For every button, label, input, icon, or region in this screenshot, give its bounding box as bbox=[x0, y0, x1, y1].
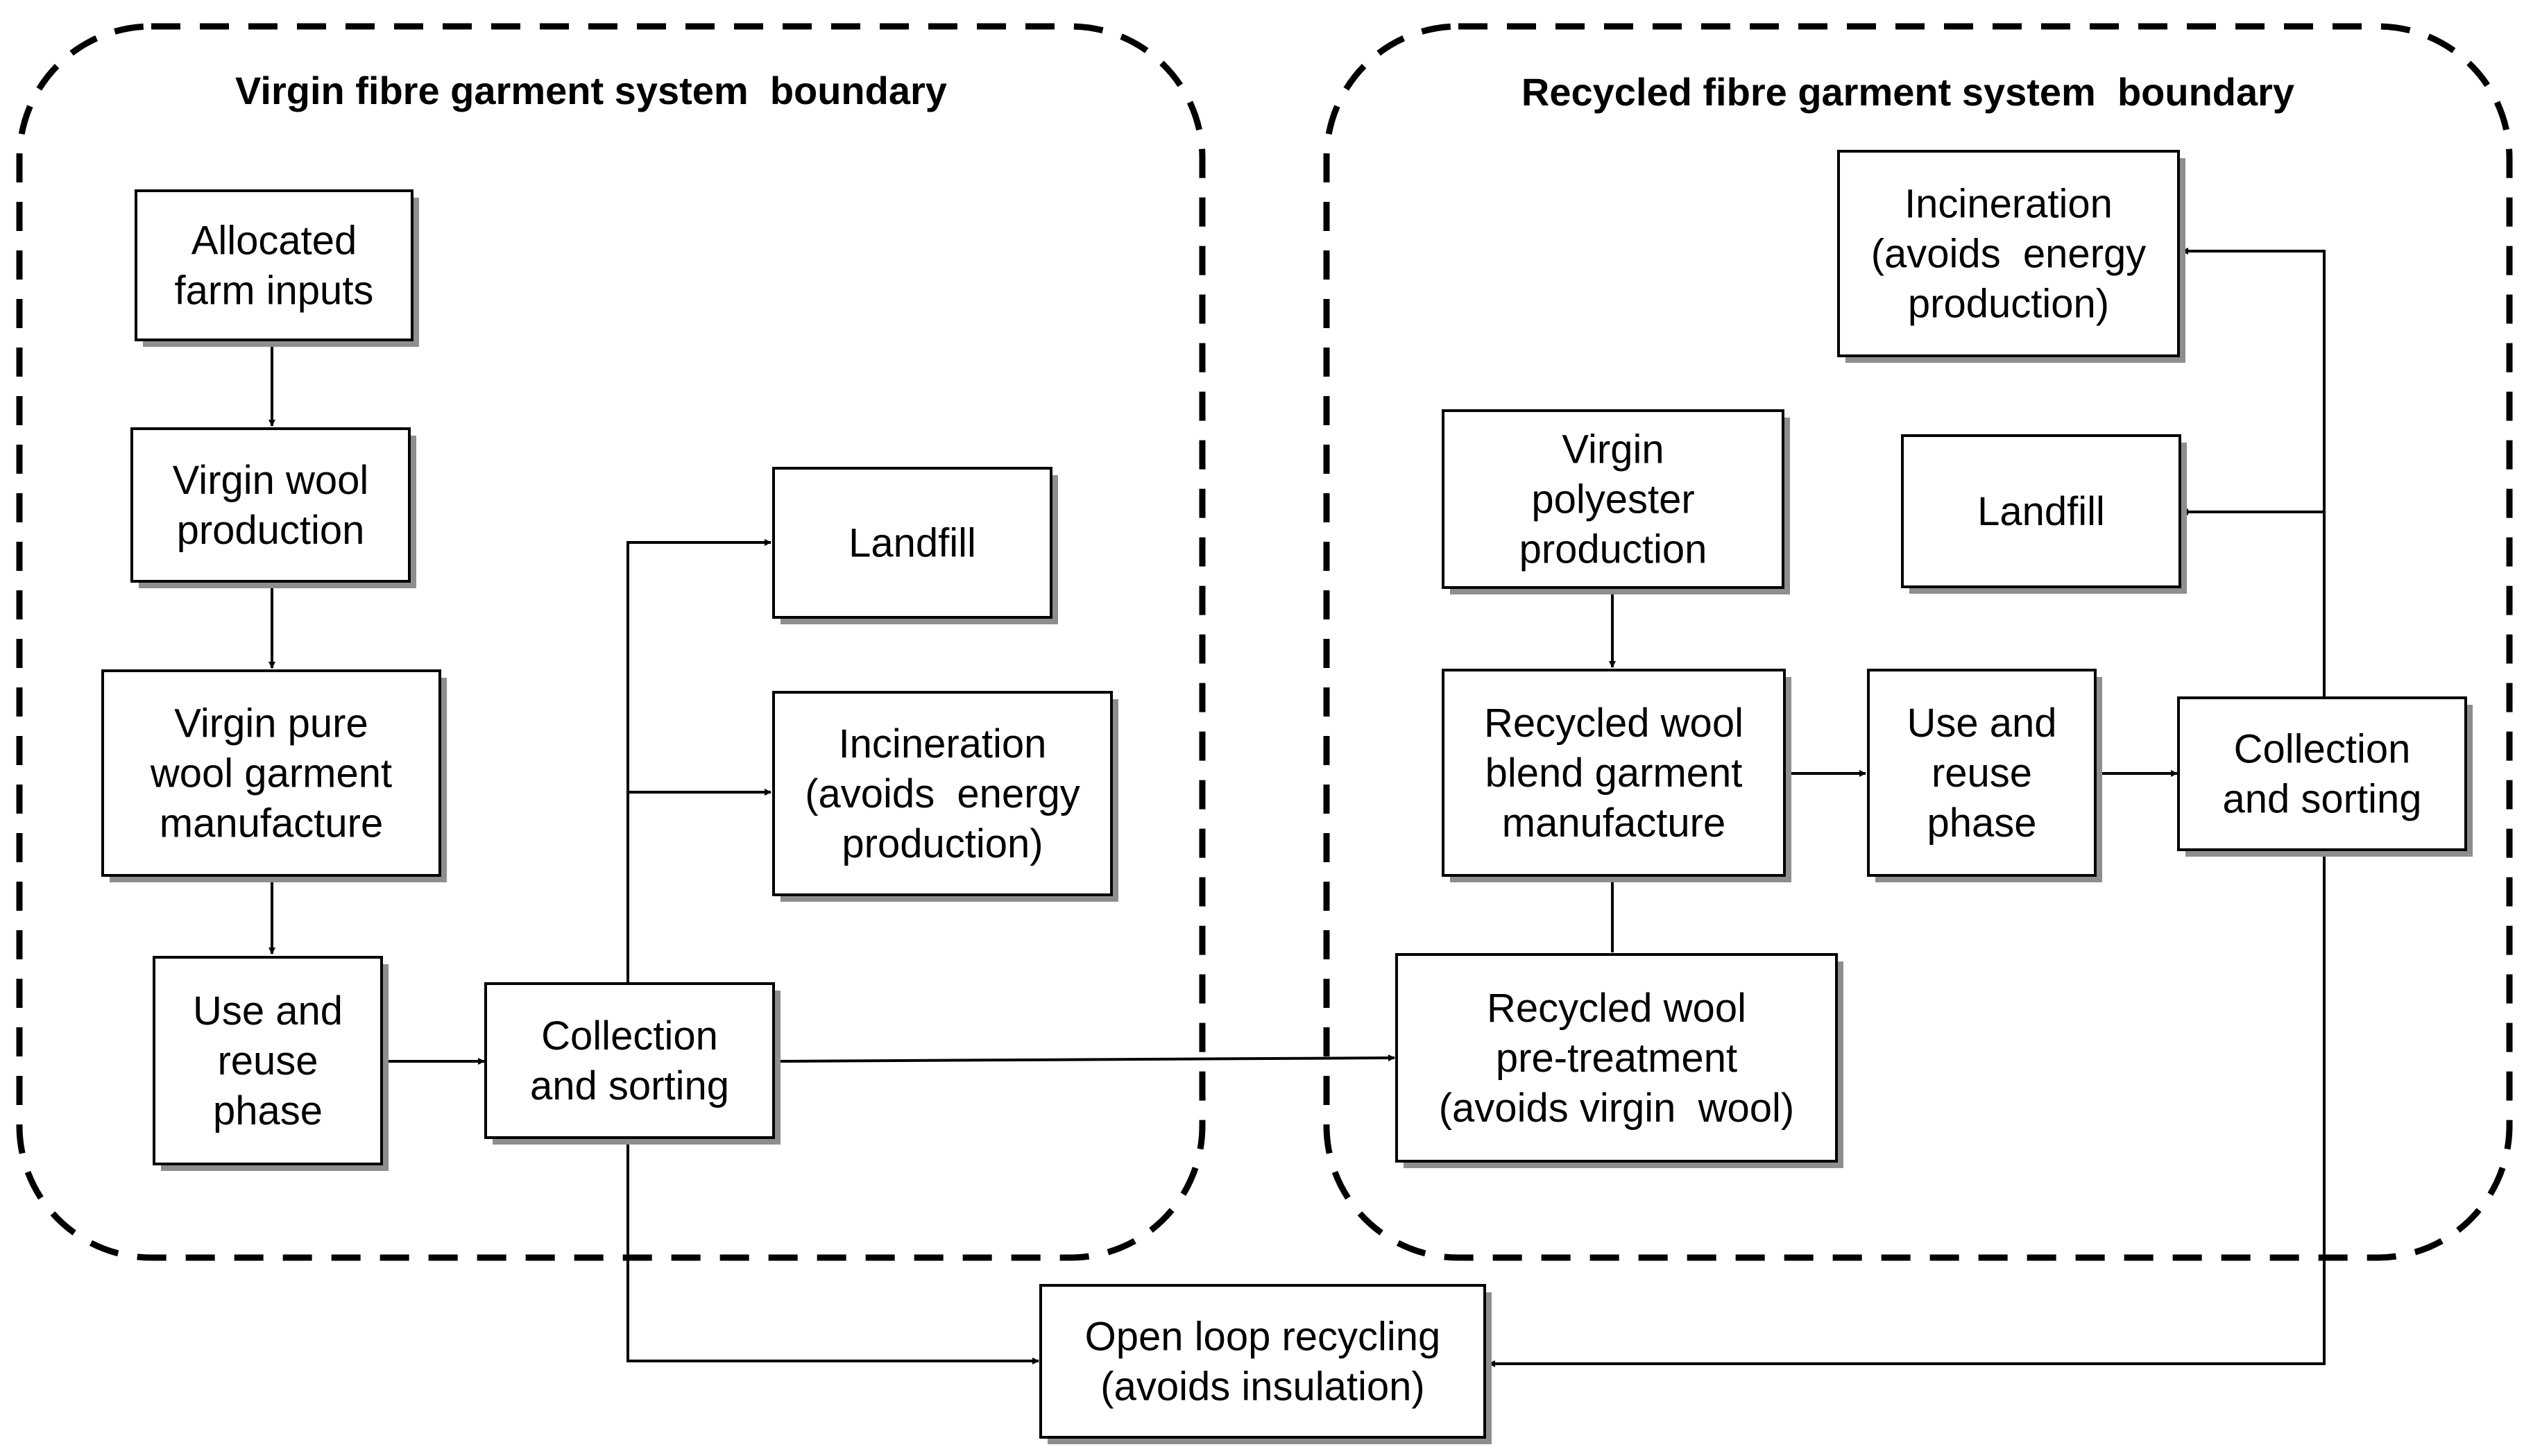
box-allocated-farm-inputs-label: Allocated bbox=[191, 219, 357, 264]
box-incineration-virgin-frame bbox=[772, 691, 1113, 896]
box-collection-sorting-recycled: Collection and sorting bbox=[2177, 696, 2473, 857]
box-recycled-wool-pretreatment-label: Recycled wool bbox=[1487, 986, 1746, 1031]
box-incineration-recycled-label: production) bbox=[1908, 282, 2109, 327]
box-virgin-pure-wool-garment-frame bbox=[101, 669, 441, 877]
virgin-boundary-label: Virgin fibre garment system boundary bbox=[235, 69, 947, 112]
box-virgin-polyester-production-label: Virgin bbox=[1562, 427, 1664, 472]
box-use-reuse-phase-virgin-label: reuse bbox=[217, 1038, 318, 1084]
box-virgin-polyester-production-label: polyester bbox=[1531, 477, 1694, 522]
box-recycled-wool-pretreatment-frame bbox=[1395, 953, 1838, 1163]
box-recycled-wool-pretreatment-label: (avoids virgin wool) bbox=[1439, 1086, 1795, 1131]
box-incineration-virgin-label: (avoids energy bbox=[805, 771, 1080, 816]
edges bbox=[268, 248, 2326, 1367]
box-recycled-wool-pretreatment-label: pre-treatment bbox=[1496, 1036, 1737, 1081]
box-open-loop-recycling-frame bbox=[1039, 1284, 1486, 1439]
box-recycled-wool-blend-garment-label: Recycled wool bbox=[1484, 701, 1743, 746]
box-incineration-virgin-label: production) bbox=[842, 821, 1043, 866]
box-virgin-wool-production: Virgin wool production bbox=[130, 427, 416, 588]
box-virgin-wool-production-label: production bbox=[177, 508, 365, 553]
box-landfill-virgin-frame bbox=[772, 467, 1052, 619]
virgin-system-boundary: Virgin fibre garment system boundary bbox=[16, 23, 1206, 1261]
box-collection-sorting-virgin-label: and sorting bbox=[530, 1063, 729, 1108]
box-use-reuse-phase-virgin-label: phase bbox=[213, 1088, 323, 1133]
box-landfill-virgin-label: Landfill bbox=[849, 521, 976, 566]
box-landfill-recycled-frame bbox=[1901, 434, 2181, 588]
edge-collection-to-open-loop bbox=[626, 1138, 1039, 1364]
box-use-reuse-phase-recycled-frame bbox=[1867, 669, 2097, 877]
box-virgin-pure-wool-garment-label: wool garment bbox=[150, 751, 392, 796]
box-recycled-wool-blend-garment-frame bbox=[1442, 669, 1786, 877]
box-use-reuse-phase-recycled-label: reuse bbox=[1932, 751, 2032, 796]
box-incineration-recycled-frame bbox=[1837, 150, 2180, 357]
box-incineration-recycled: Incineration (avoids energy production) bbox=[1837, 150, 2185, 363]
box-virgin-pure-wool-garment: Virgin pure wool garment manufacture bbox=[101, 669, 447, 882]
box-landfill-recycled: Landfill bbox=[1901, 434, 2187, 594]
box-virgin-pure-wool-garment-label: Virgin pure bbox=[174, 701, 368, 746]
box-allocated-farm-inputs-label: farm inputs bbox=[175, 268, 374, 314]
edge-collection-to-pretreatment bbox=[773, 1054, 1395, 1063]
box-virgin-pure-wool-garment-label: manufacture bbox=[160, 801, 383, 846]
box-recycled-wool-blend-garment-label: blend garment bbox=[1485, 751, 1743, 796]
box-collection-sorting-recycled-label: and sorting bbox=[2223, 777, 2422, 822]
edge-collection-recycled-to-open-loop bbox=[1488, 850, 2326, 1367]
box-virgin-polyester-production-label: production bbox=[1519, 527, 1707, 572]
box-virgin-wool-production-label: Virgin wool bbox=[173, 458, 369, 503]
box-recycled-wool-pretreatment: Recycled wool pre-treatment (avoids virgin… bbox=[1395, 953, 1843, 1168]
box-incineration-virgin: Incineration (avoids energy production) bbox=[772, 691, 1118, 902]
box-allocated-farm-inputs-frame bbox=[135, 189, 413, 341]
edge-collection-to-landfill-recycled bbox=[2181, 508, 2326, 698]
box-use-reuse-phase-recycled-label: phase bbox=[1927, 800, 2036, 846]
box-virgin-polyester-production-frame bbox=[1442, 409, 1784, 589]
box-open-loop-recycling-label: (avoids insulation) bbox=[1100, 1364, 1424, 1410]
box-use-reuse-phase-recycled-label: Use and bbox=[1907, 701, 2056, 746]
box-landfill-virgin: Landfill bbox=[772, 467, 1058, 624]
box-collection-sorting-recycled-label: Collection bbox=[2234, 727, 2411, 772]
box-collection-sorting-virgin-label: Collection bbox=[541, 1013, 718, 1059]
box-virgin-wool-production-frame bbox=[130, 427, 411, 583]
edge-collection-to-incineration-recycled bbox=[2181, 248, 2326, 512]
box-use-reuse-phase-virgin-label: Use and bbox=[193, 988, 343, 1034]
box-incineration-virgin-label: Incineration bbox=[839, 721, 1047, 766]
box-landfill-recycled-label: Landfill bbox=[1977, 489, 2105, 534]
box-incineration-recycled-label: (avoids energy bbox=[1871, 232, 2147, 277]
recycled-boundary-label: Recycled fibre garment system boundary bbox=[1521, 70, 2294, 114]
box-collection-sorting-virgin-frame bbox=[484, 982, 775, 1139]
box-use-reuse-phase-virgin-frame bbox=[153, 956, 383, 1165]
box-virgin-polyester-production: Virgin polyester production bbox=[1442, 409, 1790, 594]
edge-collection-to-landfill bbox=[626, 539, 771, 984]
box-open-loop-recycling: Open loop recycling(avoids insulation) bbox=[1039, 1284, 1492, 1444]
box-collection-sorting-recycled-frame bbox=[2177, 696, 2467, 851]
box-incineration-recycled-label: Incineration bbox=[1904, 182, 2113, 227]
box-recycled-wool-blend-garment-label: manufacture bbox=[1502, 800, 1725, 846]
box-open-loop-recycling-label: Open loop recycling bbox=[1085, 1314, 1441, 1360]
recycled-system-boundary: Recycled fibre garment system boundary bbox=[1323, 23, 2513, 1261]
